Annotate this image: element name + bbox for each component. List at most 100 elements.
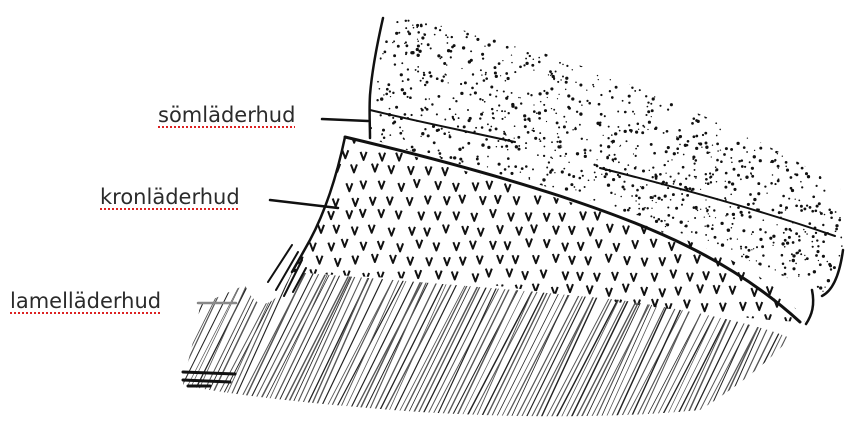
hatch-line — [340, 265, 414, 420]
stipple-dot — [484, 46, 485, 47]
stipple-dot — [453, 97, 455, 99]
stipple-dot — [829, 73, 832, 76]
stipple-dot — [554, 236, 556, 238]
stipple-dot — [563, 53, 565, 55]
stipple-dot — [374, 255, 376, 257]
v-mark — [731, 226, 737, 234]
stipple-dot — [388, 260, 390, 262]
stipple-dot — [500, 75, 501, 76]
stipple-dot — [543, 104, 545, 106]
stipple-dot — [717, 242, 719, 244]
stipple-dot — [549, 70, 552, 73]
stipple-dot — [671, 55, 673, 57]
stipple-dot — [559, 140, 562, 143]
stipple-dot — [595, 164, 597, 166]
stipple-dot — [566, 121, 568, 123]
stipple-dot — [574, 252, 575, 253]
stipple-dot — [629, 82, 631, 84]
stipple-dot — [492, 222, 495, 225]
v-mark — [453, 183, 459, 191]
hatch-line — [655, 265, 734, 420]
stipple-dot — [748, 249, 751, 252]
stipple-dot — [516, 234, 518, 236]
stipple-dot — [462, 220, 464, 222]
stipple-dot — [498, 62, 501, 65]
stipple-dot — [484, 282, 487, 285]
stipple-dot — [720, 17, 723, 20]
v-mark — [497, 255, 503, 263]
stipple-dot — [664, 164, 666, 166]
stipple-dot — [408, 32, 411, 35]
stipple-dot — [383, 175, 386, 178]
stipple-dot — [843, 277, 845, 279]
stipple-dot — [816, 205, 819, 208]
stipple-dot — [598, 103, 601, 106]
stipple-dot — [808, 222, 811, 225]
stipple-dot — [714, 66, 717, 69]
stipple-dot — [576, 281, 577, 282]
stipple-dot — [727, 239, 728, 240]
stipple-dot — [506, 260, 509, 263]
white-band-right-edge — [806, 290, 813, 324]
stipple-dot — [650, 196, 653, 199]
stipple-dot — [581, 104, 583, 106]
stipple-dot — [840, 40, 842, 42]
stipple-dot — [452, 171, 455, 174]
stipple-dot — [502, 60, 503, 61]
stipple-dot — [695, 231, 698, 234]
stipple-dot — [481, 53, 484, 56]
stipple-dot — [421, 193, 422, 194]
stipple-dot — [831, 42, 834, 45]
stipple-dot — [604, 267, 607, 270]
stipple-dot — [436, 196, 438, 198]
v-mark — [326, 273, 332, 281]
stipple-dot — [677, 172, 679, 174]
stipple-dot — [532, 184, 533, 185]
stipple-dot — [667, 160, 669, 162]
stipple-dot — [560, 35, 561, 36]
v-mark — [388, 165, 394, 173]
stipple-dot — [520, 102, 522, 104]
v-mark — [369, 287, 375, 295]
stipple-dot — [557, 43, 560, 46]
stipple-dot — [522, 206, 524, 208]
stipple-dot — [635, 54, 637, 56]
stipple-dot — [530, 203, 533, 206]
stipple-dot — [482, 57, 484, 59]
v-mark — [675, 287, 681, 295]
stipple-dot — [458, 117, 460, 119]
stipple-dot — [531, 64, 534, 67]
stipple-dot — [654, 84, 656, 86]
stipple-dot — [482, 112, 483, 113]
stipple-dot — [576, 152, 579, 155]
stipple-dot — [706, 151, 709, 154]
stipple-dot — [514, 46, 515, 47]
stipple-dot — [431, 256, 433, 258]
v-mark — [578, 242, 584, 250]
v-mark — [378, 209, 384, 217]
stipple-dot — [642, 125, 644, 127]
stipple-dot — [505, 37, 507, 39]
stipple-dot — [471, 87, 474, 90]
stipple-dot — [845, 47, 846, 48]
stipple-dot — [832, 149, 833, 150]
stipple-dot — [435, 191, 438, 194]
stipple-dot — [723, 153, 726, 156]
stipple-dot — [597, 75, 598, 76]
stipple-dot — [683, 259, 685, 261]
stipple-dot — [563, 168, 565, 170]
v-mark — [505, 183, 511, 191]
stipple-dot — [496, 90, 498, 92]
stipple-dot — [417, 54, 420, 57]
stipple-dot — [836, 94, 839, 97]
stipple-dot — [749, 83, 752, 86]
stipple-dot — [696, 95, 698, 97]
stipple-dot — [673, 183, 675, 185]
stipple-dot — [846, 68, 848, 70]
stipple-dot — [559, 272, 562, 275]
stipple-dot — [599, 67, 601, 69]
stipple-dot — [694, 217, 696, 219]
v-mark — [648, 151, 654, 159]
stipple-dot — [393, 54, 396, 57]
stipple-dot — [813, 61, 816, 64]
